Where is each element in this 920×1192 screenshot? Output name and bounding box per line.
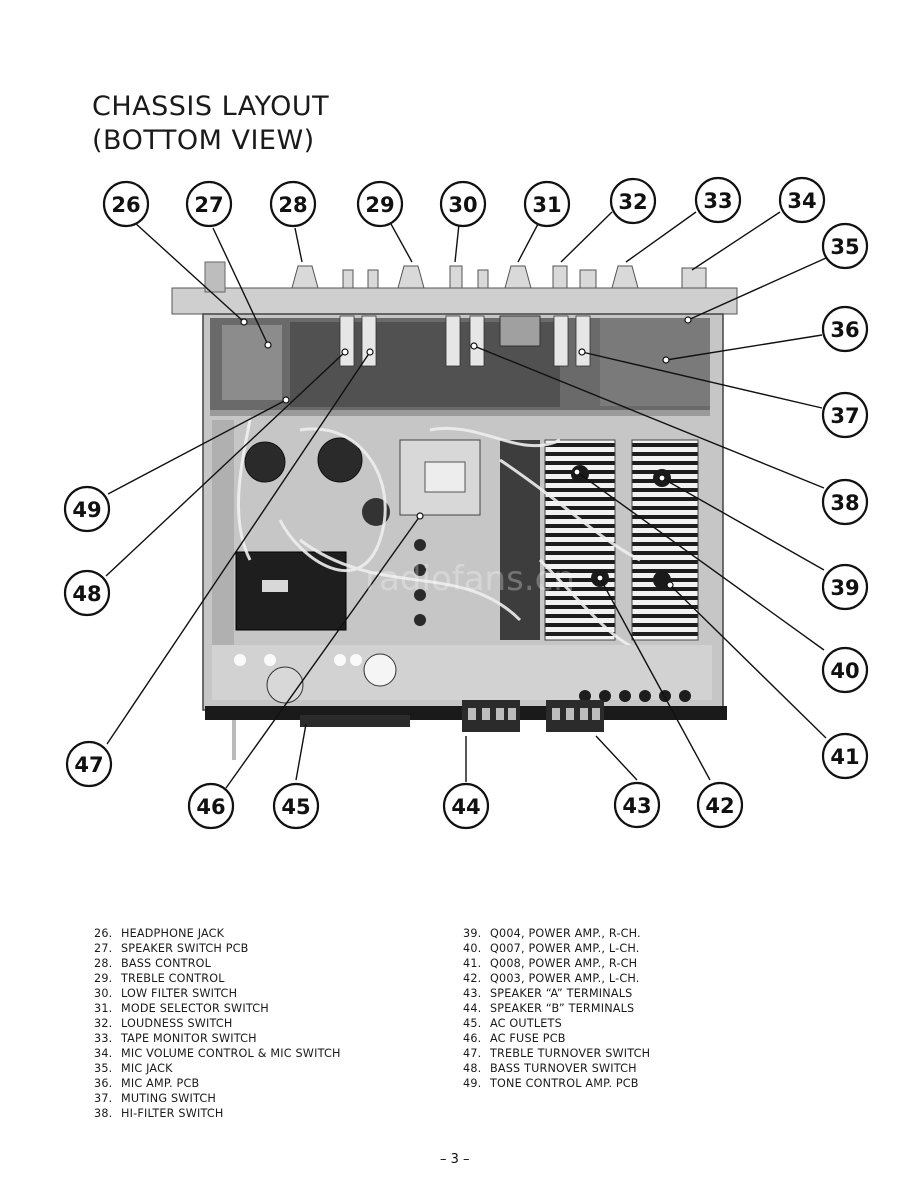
legend-item: 47.TREBLE TURNOVER SWITCH	[463, 1047, 651, 1060]
title-line-2: (BOTTOM VIEW)	[92, 125, 315, 156]
legend-item: 27.SPEAKER SWITCH PCB	[94, 942, 249, 955]
watermark: radiofans.cn	[365, 559, 575, 599]
legend-item: 30.LOW FILTER SWITCH	[94, 987, 238, 1000]
page-title: CHASSIS LAYOUT (BOTTOM VIEW)	[92, 90, 329, 158]
callout-bubbles	[63, 176, 869, 830]
callout-41: 41	[830, 745, 859, 769]
callout-33: 33	[703, 189, 732, 213]
callout-29: 29	[365, 193, 394, 217]
callout-44: 44	[451, 795, 480, 819]
callout-49: 49	[72, 498, 101, 522]
legend-item: 39.Q004, POWER AMP., R-CH.	[463, 927, 641, 940]
legend-item: 48.BASS TURNOVER SWITCH	[463, 1062, 637, 1075]
control-knobs	[291, 265, 707, 289]
chassis-diagram: 26 27 28 29 30 31 32 33 34 35 36 37 38 3…	[63, 176, 869, 830]
callout-labels: 26 27 28 29 30 31 32 33 34 35 36 37 38 3…	[72, 189, 859, 819]
legend-item: 45.AC OUTLETS	[463, 1017, 562, 1030]
page-number: – 3 –	[440, 1152, 470, 1167]
callout-30: 30	[448, 193, 477, 217]
callout-26: 26	[111, 193, 140, 217]
callout-36: 36	[830, 318, 859, 342]
legend-item: 43.SPEAKER “A” TERMINALS	[463, 987, 633, 1000]
callout-27: 27	[194, 193, 223, 217]
legend-item: 36.MIC AMP. PCB	[94, 1077, 200, 1090]
ac-outlets	[300, 715, 410, 727]
callout-28: 28	[278, 193, 307, 217]
callout-42: 42	[705, 794, 734, 818]
callout-45: 45	[281, 795, 310, 819]
legend-item: 38.HI-FILTER SWITCH	[94, 1107, 224, 1120]
callout-40: 40	[830, 659, 859, 683]
callout-34: 34	[787, 189, 816, 213]
legend-right: 39.Q004, POWER AMP., R-CH. 40.Q007, POWE…	[463, 926, 650, 1091]
legend-item: 33.TAPE MONITOR SWITCH	[94, 1032, 257, 1045]
legend-item: 46.AC FUSE PCB	[463, 1032, 566, 1045]
legend-item: 49.TONE CONTROL AMP. PCB	[463, 1077, 639, 1090]
legend-item: 42.Q003, POWER AMP., L-CH.	[463, 972, 640, 985]
callout-35: 35	[830, 235, 859, 259]
legend-item: 29.TREBLE CONTROL	[94, 972, 225, 985]
legend-item: 41.Q008, POWER AMP., R-CH	[463, 957, 638, 970]
legend-item: 28.BASS CONTROL	[94, 957, 212, 970]
callout-48: 48	[72, 582, 101, 606]
legend-item: 32.LOUDNESS SWITCH	[94, 1017, 233, 1030]
power-transformer	[235, 551, 347, 631]
legend-item: 44.SPEAKER “B” TERMINALS	[463, 1002, 635, 1015]
callout-46: 46	[196, 795, 225, 819]
callout-31: 31	[532, 193, 561, 217]
chassis-photo	[171, 261, 738, 760]
legend-left: 26.HEADPHONE JACK 27.SPEAKER SWITCH PCB …	[94, 926, 341, 1121]
front-rail	[171, 287, 738, 315]
callout-47: 47	[74, 753, 103, 777]
callout-43: 43	[622, 794, 651, 818]
legend-item: 26.HEADPHONE JACK	[94, 927, 225, 940]
legend-item: 34.MIC VOLUME CONTROL & MIC SWITCH	[94, 1047, 341, 1060]
leader-endpoints	[240, 316, 692, 589]
legend-item: 40.Q007, POWER AMP., L-CH.	[463, 942, 640, 955]
legend-item: 35.MIC JACK	[94, 1062, 173, 1075]
callout-38: 38	[830, 491, 859, 515]
callout-32: 32	[618, 190, 647, 214]
callout-39: 39	[830, 576, 859, 600]
legend-item: 31.MODE SELECTOR SWITCH	[94, 1002, 269, 1015]
legend-item: 37.MUTING SWITCH	[94, 1092, 217, 1105]
title-line-1: CHASSIS LAYOUT	[92, 91, 330, 122]
leader-lines	[105, 211, 827, 789]
callout-37: 37	[830, 404, 859, 428]
